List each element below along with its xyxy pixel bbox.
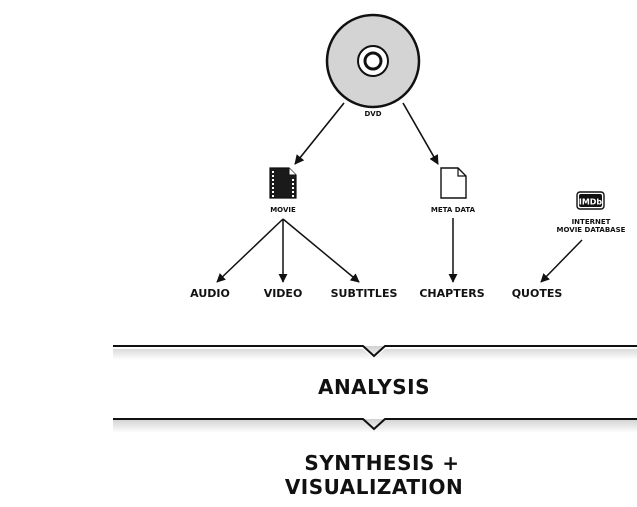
output-chapters: CHAPTERS — [419, 287, 484, 300]
edge-movie-audio — [216, 218, 284, 283]
output-video: VIDEO — [264, 287, 303, 300]
synthesis-stage-title-line1: SYNTHESIS + — [304, 451, 459, 475]
imdb-label-line2: MOVIE DATABASE — [557, 226, 626, 234]
analysis-stage-title: ANALYSIS — [318, 375, 430, 399]
output-subtitles: SUBTITLES — [331, 287, 398, 300]
edge-dvd-metadata — [402, 102, 439, 165]
output-quotes: QUOTES — [512, 287, 563, 300]
edge-movie-subtitles — [282, 218, 360, 283]
stage-divider-top — [113, 345, 637, 360]
document-icon — [440, 167, 467, 199]
stage-divider-bottom — [113, 418, 637, 433]
dvd-label: DVD — [364, 110, 381, 118]
disc-icon — [325, 13, 421, 109]
imdb-label-line1: INTERNET — [572, 218, 611, 226]
output-audio: AUDIO — [190, 287, 230, 300]
imdb-badge-text: IMDb — [579, 198, 603, 207]
synthesis-stage-title-line2: VISUALIZATION — [285, 475, 463, 499]
edge-dvd-movie — [294, 102, 345, 165]
film-file-icon — [269, 167, 297, 199]
imdb-logo-icon: IMDb — [576, 191, 605, 210]
movie-label: MOVIE — [270, 206, 296, 214]
edge-imdb-quotes — [540, 239, 583, 283]
metadata-label: META DATA — [431, 206, 476, 214]
